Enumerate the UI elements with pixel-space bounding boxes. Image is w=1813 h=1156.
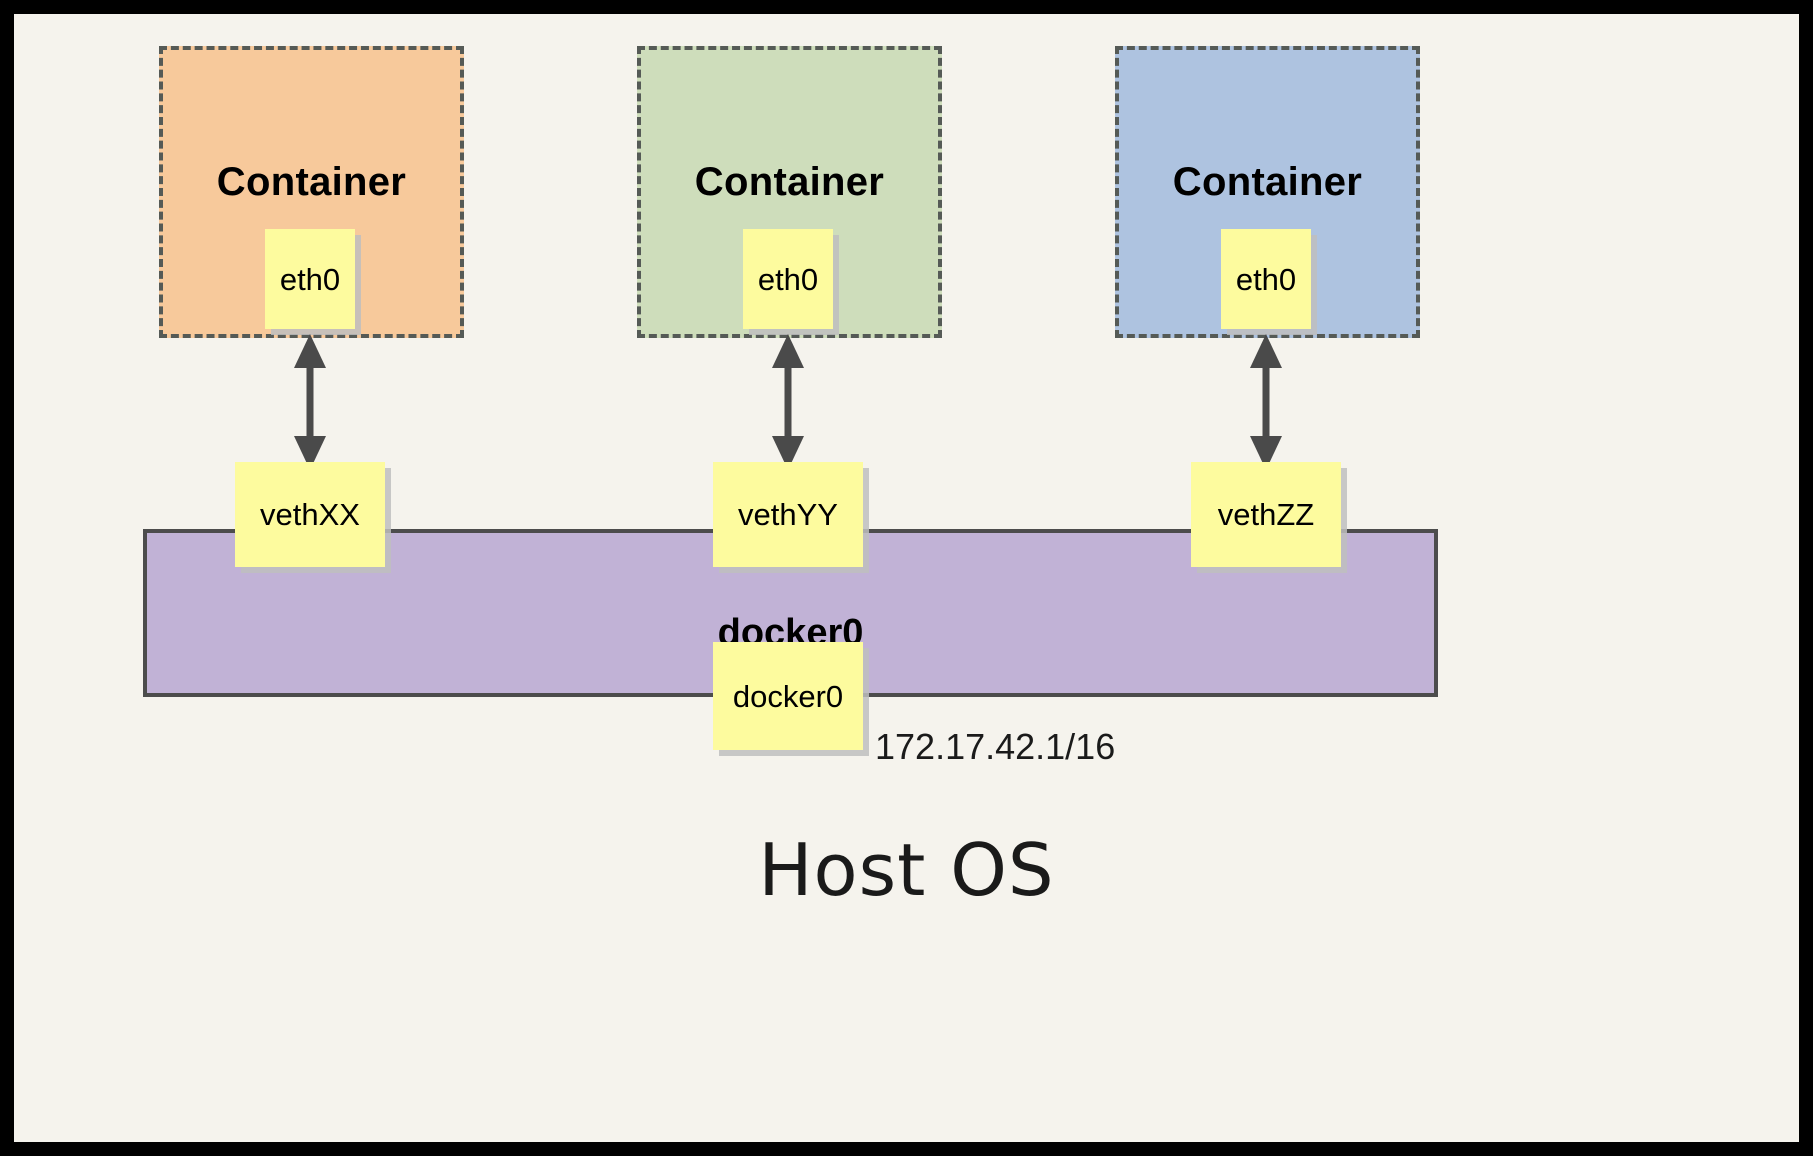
veth-box-2: vethYY [713, 462, 863, 567]
veth-link-arrow-2 [772, 334, 804, 470]
veth-link-arrow-1 [294, 334, 326, 470]
diagram-canvas: Container eth0 Container eth0 Container … [14, 14, 1799, 1142]
eth0-label-1: eth0 [279, 261, 341, 297]
veth-box-3: vethZZ [1191, 462, 1341, 567]
docker0-ip-label: 172.17.42.1/16 [875, 726, 1116, 767]
eth0-box-1: eth0 [265, 229, 355, 329]
host-os-title: Host OS [758, 828, 1055, 912]
eth0-label-2: eth0 [757, 261, 819, 297]
veth-box-1: vethXX [235, 462, 385, 567]
docker0-interface-box: docker0 [713, 642, 863, 750]
veth-label-2: vethYY [738, 497, 838, 532]
eth0-box-2: eth0 [743, 229, 833, 329]
veth-label-3: vethZZ [1217, 497, 1315, 532]
eth0-label-3: eth0 [1235, 261, 1297, 297]
eth0-box-3: eth0 [1221, 229, 1311, 329]
container-title-2: Container [694, 160, 885, 204]
container-title-3: Container [1172, 160, 1363, 204]
veth-label-1: vethXX [260, 497, 360, 532]
docker0-interface-label: docker0 [732, 678, 844, 714]
container-title-1: Container [216, 160, 407, 204]
veth-link-arrow-3 [1250, 334, 1282, 470]
